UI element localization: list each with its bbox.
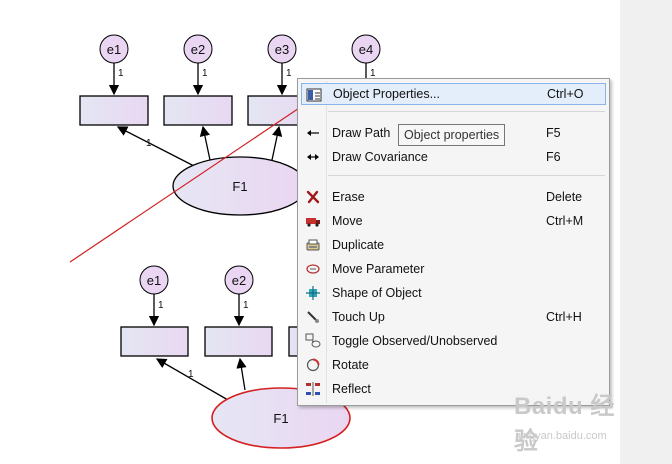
arrow-left-icon (305, 125, 321, 141)
error-label: e1 (107, 42, 121, 57)
path-diagram: e1 e2 e3 e4 1 1 1 1 1 F1 (69, 34, 381, 449)
copier-icon (305, 237, 321, 253)
path-coefficient: 1 (370, 68, 376, 79)
path-coefficient: 1 (286, 68, 292, 79)
toggle-icon (305, 333, 321, 349)
observed-variable-box[interactable] (163, 95, 233, 126)
loading-path[interactable] (155, 358, 229, 401)
menu-item-move-parameter[interactable]: Move Parameter (301, 258, 606, 280)
double-arrow-icon (305, 149, 321, 165)
menu-item-erase[interactable]: Erase Delete (301, 186, 606, 208)
observed-variable-box[interactable] (79, 95, 149, 126)
observed-variable-box[interactable] (204, 326, 273, 357)
path-coefficient: 1 (202, 68, 208, 79)
erase-icon (305, 189, 321, 205)
loading-path[interactable] (236, 357, 247, 391)
menu-separator (328, 175, 605, 176)
properties-icon (306, 87, 322, 103)
tooltip: Object properties (398, 124, 506, 146)
menu-item-draw-path[interactable]: Draw Path F5 (301, 122, 606, 144)
menu-item-shape-of-object[interactable]: Shape of Object (301, 282, 606, 304)
menu-item-touch-up[interactable]: Touch Up Ctrl+H (301, 306, 606, 328)
touch-up-icon (305, 309, 321, 325)
menu-item-reflect[interactable]: Reflect (301, 378, 606, 400)
menu-item-duplicate[interactable]: Duplicate (301, 234, 606, 256)
menu-item-object-properties[interactable]: Object Properties... Ctrl+O (301, 83, 606, 105)
path-coefficient: 1 (146, 138, 152, 149)
watermark: Baidu 经验 jingyan.baidu.com (512, 386, 620, 456)
menu-item-toggle-observed[interactable]: Toggle Observed/Unobserved (301, 330, 606, 352)
path-coefficient: 1 (188, 369, 194, 380)
truck-icon (305, 213, 321, 229)
watermark-url: jingyan.baidu.com (518, 430, 607, 442)
shape-icon (305, 285, 321, 301)
factor-label: F1 (232, 179, 247, 194)
top-model: e1 e2 e3 e4 1 1 1 1 1 F1 (79, 34, 381, 216)
path-coefficient: 1 (118, 68, 124, 79)
error-label: e1 (147, 273, 161, 288)
error-label: e4 (359, 42, 373, 57)
loading-path[interactable] (271, 125, 283, 161)
error-label: e2 (191, 42, 205, 57)
factor-label: F1 (273, 411, 288, 426)
reflect-icon (305, 381, 321, 397)
menu-separator (328, 111, 605, 112)
right-panel (620, 0, 672, 464)
annotation-arrow (69, 89, 327, 263)
rotate-icon (305, 357, 321, 373)
menu-item-rotate[interactable]: Rotate (301, 354, 606, 376)
error-label: e2 (232, 273, 246, 288)
loading-path[interactable] (199, 125, 211, 161)
error-label: e3 (275, 42, 289, 57)
move-parameter-icon (305, 261, 321, 277)
watermark-logo: Baidu 经验 (514, 393, 615, 455)
loading-path[interactable] (116, 126, 197, 168)
path-coefficient: 1 (243, 300, 249, 311)
drawing-canvas[interactable]: e1 e2 e3 e4 1 1 1 1 1 F1 (0, 0, 620, 464)
menu-item-move[interactable]: Move Ctrl+M (301, 210, 606, 232)
observed-variable-box[interactable] (120, 326, 189, 357)
path-coefficient: 1 (158, 300, 164, 311)
menu-item-draw-covariance[interactable]: Draw Covariance F6 (301, 146, 606, 168)
